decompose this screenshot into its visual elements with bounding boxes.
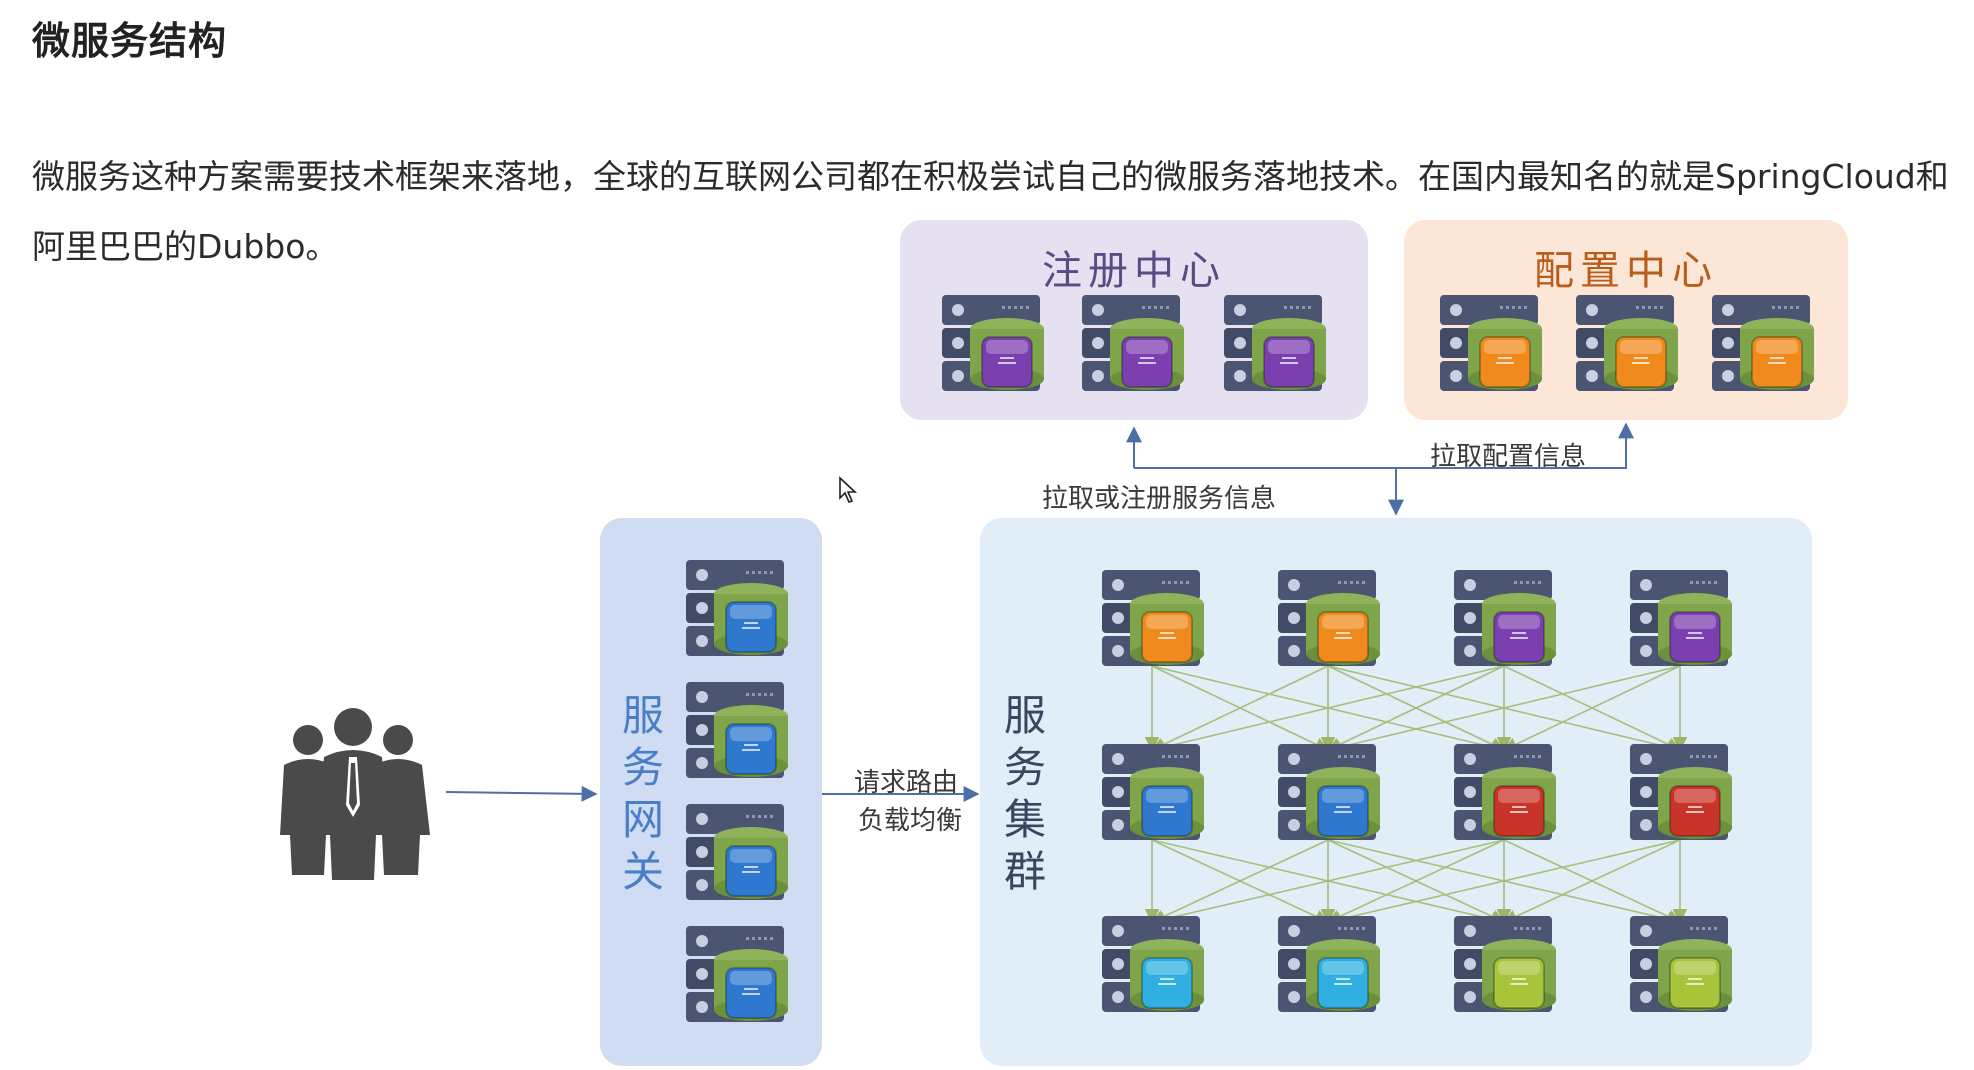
cluster-server-icon: [1276, 914, 1381, 1014]
cluster-server-icon: [1452, 742, 1557, 842]
cluster-server-icon: [1100, 742, 1205, 842]
pull-or-register-label: 拉取或注册服务信息: [1042, 484, 1277, 514]
cluster-mesh-line: [1326, 665, 1505, 751]
gateway-server-icon: [684, 924, 789, 1024]
gateway-label-text: 服务网关: [621, 691, 664, 896]
config-server-icon: [1710, 293, 1815, 393]
cluster-mesh-line: [1502, 665, 1681, 751]
service-cluster-label: 服务集群: [1000, 690, 1050, 898]
config-server-icon: [1438, 293, 1543, 393]
top-bus-line: [1134, 422, 1634, 469]
cluster-mesh-line: [1326, 665, 1681, 754]
cluster-server-icon: [1276, 742, 1381, 842]
registry-server-icon: [940, 293, 1045, 393]
cluster-mesh-line: [1502, 839, 1681, 924]
gateway-label: 服务网关: [618, 690, 668, 898]
cluster-mesh-line: [1150, 665, 1505, 754]
config-server-icon: [1574, 293, 1679, 393]
gateway-server-icon: [684, 558, 789, 658]
intro-paragraph: 微服务这种方案需要技术框架来落地，全球的互联网公司都在积极尝试自己的微服务落地技…: [32, 157, 1949, 266]
users-icon: [280, 708, 430, 880]
users-to-gateway-arrow: [445, 785, 598, 802]
cluster-mesh-line: [1150, 665, 1329, 751]
cluster-mesh-line: [1326, 839, 1505, 924]
registry-center-title: 注册中心: [1042, 248, 1226, 294]
cluster-label-text: 服务集群: [1003, 691, 1046, 896]
cluster-server-icon: [1100, 568, 1205, 668]
cursor-icon: [839, 476, 858, 503]
cluster-server-icon: [1628, 914, 1733, 1014]
registry-server-icon: [1222, 293, 1327, 393]
load-balance-label: 负载均衡: [858, 806, 963, 836]
cluster-mesh-line: [1326, 839, 1681, 927]
page-title: 微服务结构: [32, 19, 228, 63]
config-center-title: 配置中心: [1534, 248, 1718, 294]
cluster-server-icon: [1628, 742, 1733, 842]
cluster-mesh-line: [1150, 839, 1505, 927]
cluster-server-icon: [1628, 568, 1733, 668]
cluster-server-icon: [1276, 568, 1381, 668]
cluster-server-icon: [1100, 914, 1205, 1014]
cluster-mesh-line: [1150, 839, 1329, 924]
registry-server-icon: [1080, 293, 1185, 393]
cluster-server-icon: [1452, 568, 1557, 668]
gateway-server-icon: [684, 680, 789, 780]
cluster-server-icon: [1452, 914, 1557, 1014]
gateway-server-icon: [684, 802, 789, 902]
